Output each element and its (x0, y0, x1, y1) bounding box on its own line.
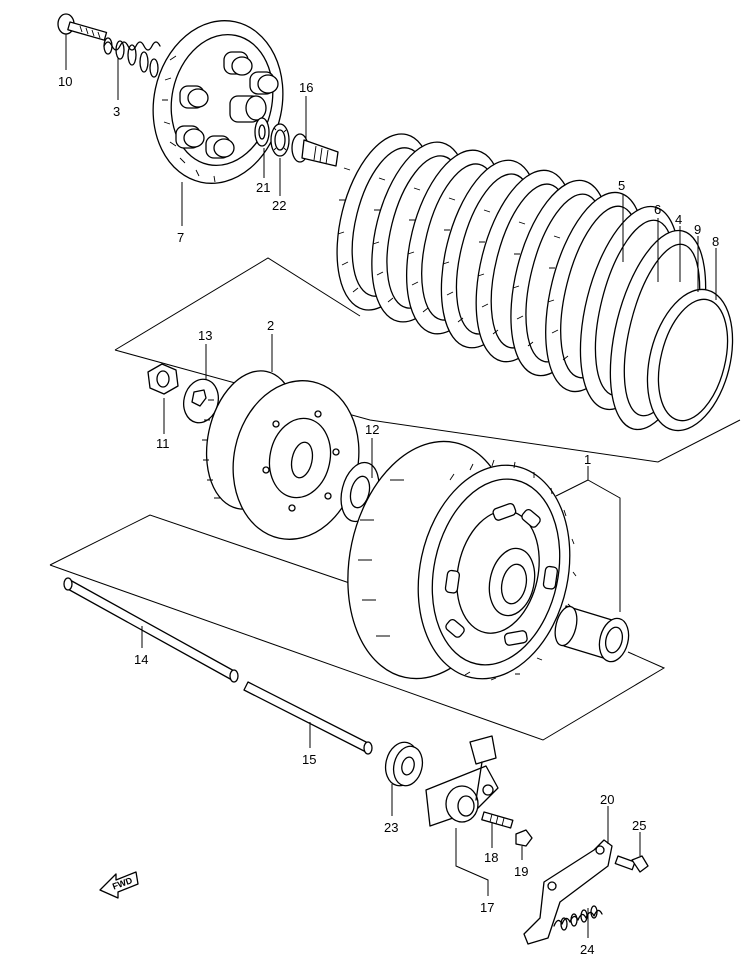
bolt-25 (614, 855, 649, 873)
label-1: 1 (584, 452, 591, 467)
clutch-sleeve-hub-2 (202, 370, 360, 540)
part-labels: 10 3 7 16 21 22 5 6 4 9 8 2 13 11 12 1 1… (58, 74, 719, 957)
label-11: 11 (156, 436, 170, 451)
spring-3 (103, 37, 161, 78)
label-13: 13 (198, 328, 212, 343)
label-22: 22 (272, 198, 286, 213)
label-10: 10 (58, 74, 72, 89)
label-2: 2 (267, 318, 274, 333)
label-6: 6 (654, 202, 661, 217)
label-7: 7 (177, 230, 184, 245)
push-rod-15 (243, 681, 373, 755)
spacer-bushing (554, 605, 630, 663)
label-8: 8 (712, 234, 719, 249)
label-15: 15 (302, 752, 316, 767)
label-17: 17 (480, 900, 494, 915)
lock-washer-13 (183, 378, 219, 424)
release-assembly-17 (425, 735, 499, 827)
push-rod-14 (63, 577, 239, 683)
label-20: 20 (600, 792, 614, 807)
label-24: 24 (580, 942, 594, 957)
label-18: 18 (484, 850, 498, 865)
label-14: 14 (134, 652, 148, 667)
pressure-plate-bosses (175, 51, 279, 159)
label-12: 12 (365, 422, 379, 437)
label-5: 5 (618, 178, 625, 193)
oil-seal-23 (384, 741, 424, 787)
label-19: 19 (514, 864, 528, 879)
nut-19 (515, 829, 533, 847)
bearing-22 (270, 123, 290, 157)
clutch-housing-bracket-lower (49, 564, 666, 741)
fwd-arrow-icon: FWD (99, 871, 139, 899)
clutch-housing-bracket (49, 514, 371, 591)
damper-springs (444, 502, 559, 646)
washer-21 (254, 117, 270, 147)
wire-ring-8 (646, 288, 734, 432)
pressure-plate-7 (152, 20, 284, 184)
label-23: 23 (384, 820, 398, 835)
return-spring-24 (553, 905, 603, 931)
label-3: 3 (113, 104, 120, 119)
nut-11 (147, 363, 179, 395)
label-9: 9 (694, 222, 701, 237)
label-4: 4 (675, 212, 682, 227)
push-piece-16 (291, 133, 339, 167)
adjust-bolt-18 (481, 811, 514, 829)
label-16: 16 (299, 80, 313, 95)
label-21: 21 (256, 180, 270, 195)
bracket-20 (523, 839, 613, 945)
leader-lines (65, 34, 717, 938)
clutch-housing-1 (347, 440, 577, 681)
plates-assembly-bracket (114, 257, 361, 351)
bolt-10 (57, 13, 108, 41)
label-25: 25 (632, 818, 646, 833)
clutch-plates-stack (336, 133, 734, 432)
